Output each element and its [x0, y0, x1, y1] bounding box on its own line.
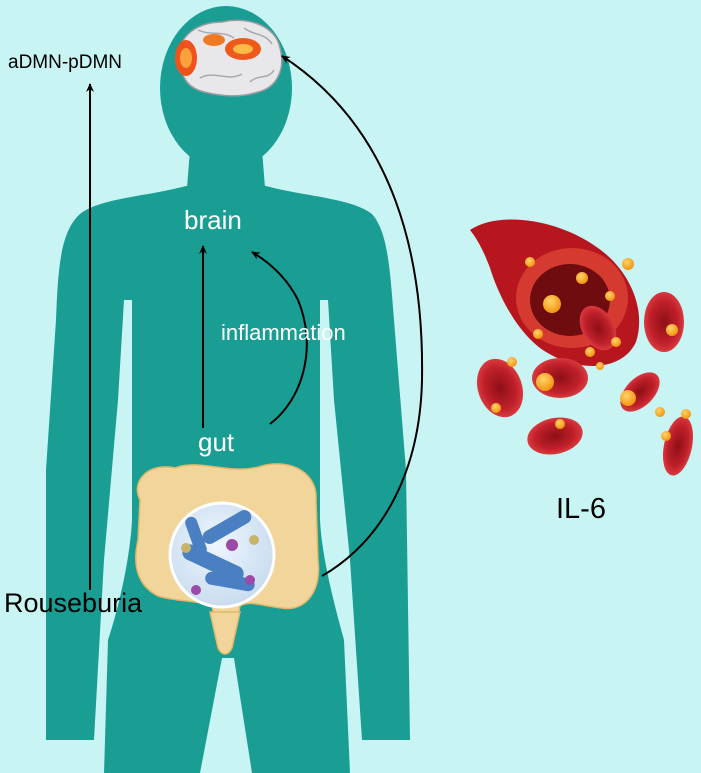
brain-label: brain [184, 205, 242, 235]
rouseburia-label: Rouseburia [4, 588, 143, 618]
blood-vessel-icon [470, 219, 694, 476]
brain-icon [175, 19, 283, 97]
arrow-gut-to-brain-long [281, 55, 424, 577]
inflammation-label: inflammation [221, 320, 346, 345]
gut-label: gut [198, 427, 235, 457]
body-silhouette [46, 6, 410, 773]
dmn-label: aDMN-pDMN [8, 52, 122, 73]
il6-label: IL-6 [556, 493, 606, 525]
microbiome-icon [168, 501, 276, 609]
arrow-inflammation [251, 251, 308, 425]
arrows [86, 55, 424, 590]
